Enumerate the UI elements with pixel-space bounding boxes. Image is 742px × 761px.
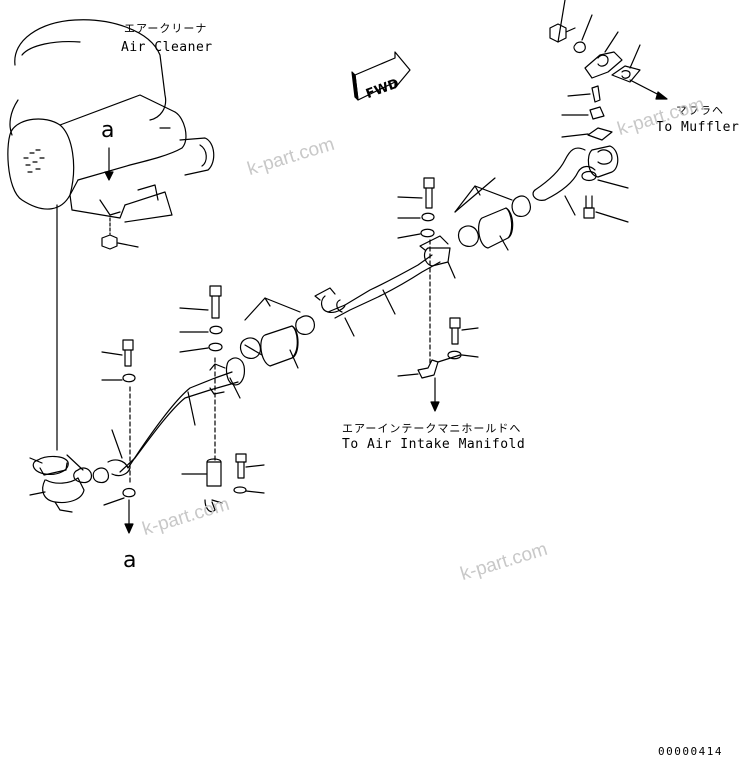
left-bolt-set bbox=[101, 339, 136, 506]
muffler-arrow bbox=[629, 79, 668, 100]
ref-a-arrow-bottom bbox=[124, 499, 134, 534]
left-elbow-drawing bbox=[29, 454, 110, 513]
intake-label: To Air Intake Manifold bbox=[342, 437, 526, 452]
upper-hose-drawing bbox=[454, 185, 531, 251]
air-cleaner-label: Air Cleaner bbox=[121, 40, 213, 55]
left-pipe-drawing bbox=[107, 357, 245, 486]
nut-air-cleaner bbox=[101, 217, 139, 250]
muffler-connector bbox=[549, 0, 641, 83]
intake-arrow bbox=[430, 377, 440, 412]
ref-a-top-label: a bbox=[101, 118, 115, 143]
right-hose-drawing bbox=[532, 85, 629, 223]
mid-bolt-set bbox=[179, 285, 223, 353]
ref-a-arrow-top bbox=[104, 147, 114, 181]
diagram-code: 00000414 bbox=[658, 745, 723, 758]
muffler-label-jp: マフラヘ bbox=[676, 104, 724, 117]
ref-a-bottom-label: a bbox=[123, 548, 137, 573]
intake-bracket bbox=[397, 317, 479, 379]
intake-label-jp: エアーインテークマニホールドへ bbox=[342, 422, 522, 435]
fwd-arrow-icon bbox=[351, 51, 411, 101]
air-cleaner-label-jp: エアークリーナ bbox=[124, 22, 208, 35]
lower-bracket bbox=[181, 453, 265, 513]
muffler-label: To Muffler bbox=[656, 120, 740, 135]
upper-bolt-set bbox=[397, 177, 435, 239]
air-cleaner-drawing bbox=[7, 19, 215, 451]
middle-hose-drawing bbox=[239, 297, 315, 369]
main-pipe-drawing bbox=[314, 235, 456, 366]
